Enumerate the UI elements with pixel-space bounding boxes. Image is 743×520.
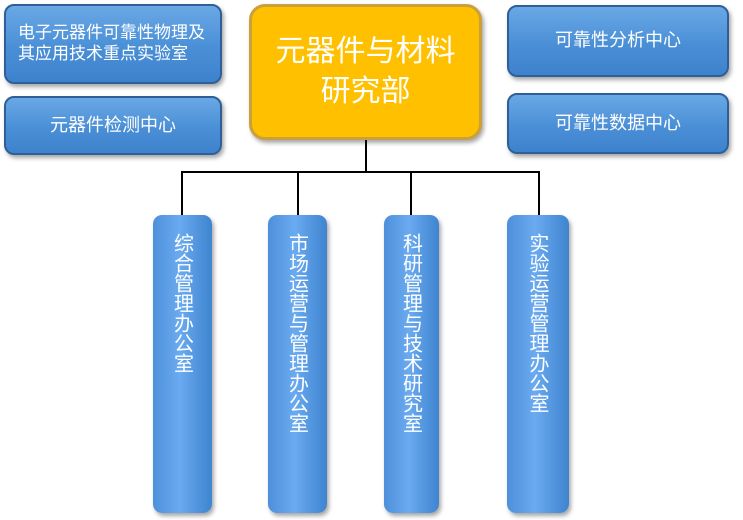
data-center-box: 可靠性数据中心 [507,93,729,154]
department-box-2: 市场运营与管理办公室 [268,215,327,513]
department-box-1: 综合管理办公室 [153,215,212,513]
department-label-1: 综合管理办公室 [170,233,195,373]
department-label-3: 科研管理与技术研究室 [399,233,424,433]
lab-box: 电子元器件可靠性物理及其应用技术重点实验室 [4,4,222,84]
center-box: 元器件与材料研究部 [249,4,482,140]
department-label-2: 市场运营与管理办公室 [285,233,310,433]
lab-label: 电子元器件可靠性物理及其应用技术重点实验室 [18,23,205,64]
data-center-label: 可靠性数据中心 [555,112,681,134]
department-label-4: 实验运营管理办公室 [526,233,550,413]
analysis-center-box: 可靠性分析中心 [507,5,729,77]
analysis-center-label: 可靠性分析中心 [555,30,681,51]
department-box-3: 科研管理与技术研究室 [384,215,439,513]
center-title: 元器件与材料研究部 [275,34,456,109]
testing-center-label: 元器件检测中心 [50,114,176,136]
testing-center-box: 元器件检测中心 [4,96,222,155]
department-box-4: 实验运营管理办公室 [507,215,569,513]
